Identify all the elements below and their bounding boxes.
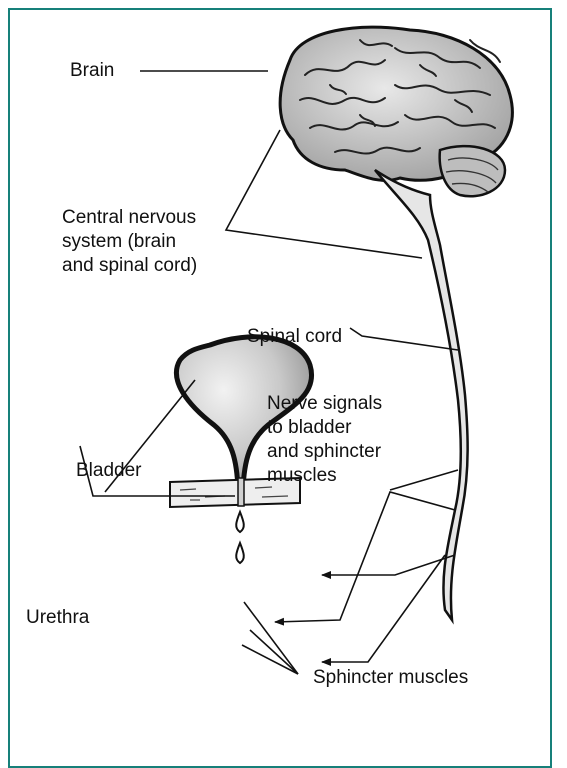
brain-illustration	[280, 27, 512, 196]
label-sphincter-muscles: Sphincter muscles	[313, 666, 468, 690]
label-spinal-cord: Spinal cord	[247, 325, 342, 349]
nerve-signal-arrows	[275, 470, 458, 662]
label-bladder: Bladder	[76, 459, 142, 483]
spinal-cord-leader	[350, 328, 458, 350]
label-urethra: Urethra	[26, 606, 89, 630]
sphincter-leader-mid	[244, 602, 298, 674]
label-central-nervous-system: Central nervous system (brain and spinal…	[62, 206, 197, 278]
urine-drops	[236, 512, 244, 563]
label-nerve-signals: Nerve signals to bladder and sphincter m…	[267, 392, 382, 488]
spinal-cord-illustration	[375, 170, 468, 620]
label-brain: Brain	[70, 59, 114, 83]
